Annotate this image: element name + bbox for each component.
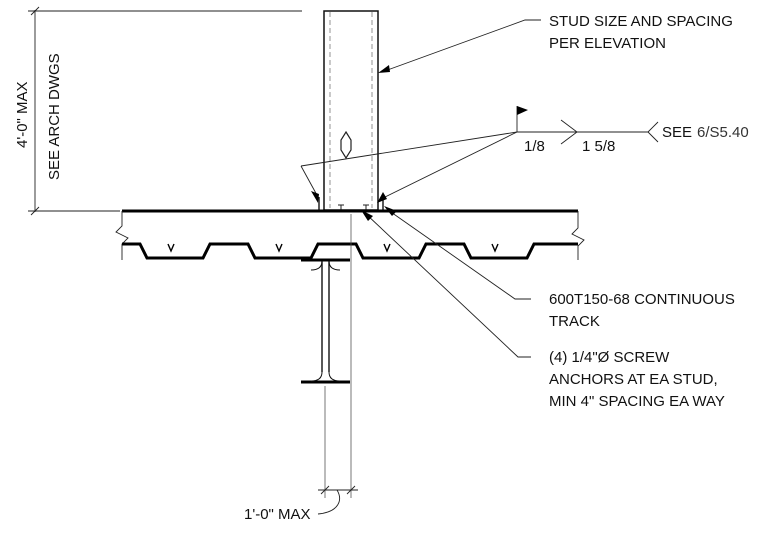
screw-leader — [365, 213, 531, 358]
steel-beam — [301, 258, 350, 384]
deck-stiffener-ribs — [167, 243, 499, 253]
stud-callout: STUD SIZE AND SPACING PER ELEVATION — [378, 13, 733, 73]
offset-max-label: 1'-0" MAX — [244, 506, 311, 523]
weld-arrow-leg — [300, 165, 319, 198]
height-dimension: 4'-0" MAX SEE ARCH DWGS — [14, 6, 302, 216]
weld-length-label: 1 5/8 — [582, 138, 615, 155]
dim-tick-bottom — [30, 206, 40, 216]
weld-reference-link[interactable]: 6/S5.40 — [697, 124, 749, 141]
stud-outline — [323, 10, 379, 211]
weld-arrowhead — [311, 191, 319, 203]
break-line-left — [115, 211, 129, 260]
track-note-line-1: 600T150-68 CONTINUOUS — [549, 291, 735, 308]
break-line-right — [571, 211, 585, 260]
stud — [323, 10, 379, 211]
dim-tick-right — [346, 485, 356, 495]
weld-arrow-line — [380, 131, 518, 200]
beam-fillets — [310, 260, 341, 271]
track-leader — [387, 209, 531, 300]
offset-leader — [317, 489, 340, 515]
screw-note-line-3: MIN 4" SPACING EA WAY — [549, 393, 725, 410]
stud-leader — [381, 19, 541, 73]
beam-fillets — [310, 371, 341, 382]
dim-tick-top — [30, 6, 40, 16]
stud-leader-arrowhead — [378, 65, 390, 73]
track-leader-arrowhead — [384, 206, 397, 216]
slab-and-deck — [115, 209, 585, 260]
weld-tail-icon — [647, 121, 659, 143]
beam-web — [321, 261, 330, 372]
track-callout: 600T150-68 CONTINUOUS TRACK — [384, 206, 735, 330]
weld-arrowhead — [377, 192, 387, 203]
metal-deck-profile — [122, 242, 578, 260]
screw-callout: (4) 1/4"Ø SCREW ANCHORS AT EA STUD, MIN … — [361, 210, 725, 410]
height-max-label: 4'-0" MAX — [14, 81, 31, 148]
stud-note-line-2: PER ELEVATION — [549, 35, 666, 52]
stud-note-line-1: STUD SIZE AND SPACING — [549, 13, 733, 30]
stud-punchout-icon — [340, 130, 352, 160]
weld-size-label: 1/8 — [524, 138, 545, 155]
dim-tick-left — [320, 485, 330, 495]
track-note-line-2: TRACK — [549, 313, 600, 330]
field-weld-flag-icon — [517, 106, 528, 115]
screw-leader-arrowhead — [361, 210, 373, 221]
screw-note-line-2: ANCHORS AT EA STUD, — [549, 371, 718, 388]
height-ref-label: SEE ARCH DWGS — [46, 53, 63, 180]
screw-note-line-1: (4) 1/4"Ø SCREW — [549, 349, 670, 366]
weld-arrow-line — [300, 131, 518, 167]
offset-dimension: 1'-0" MAX — [244, 214, 358, 523]
fillet-weld-icon — [560, 119, 578, 145]
